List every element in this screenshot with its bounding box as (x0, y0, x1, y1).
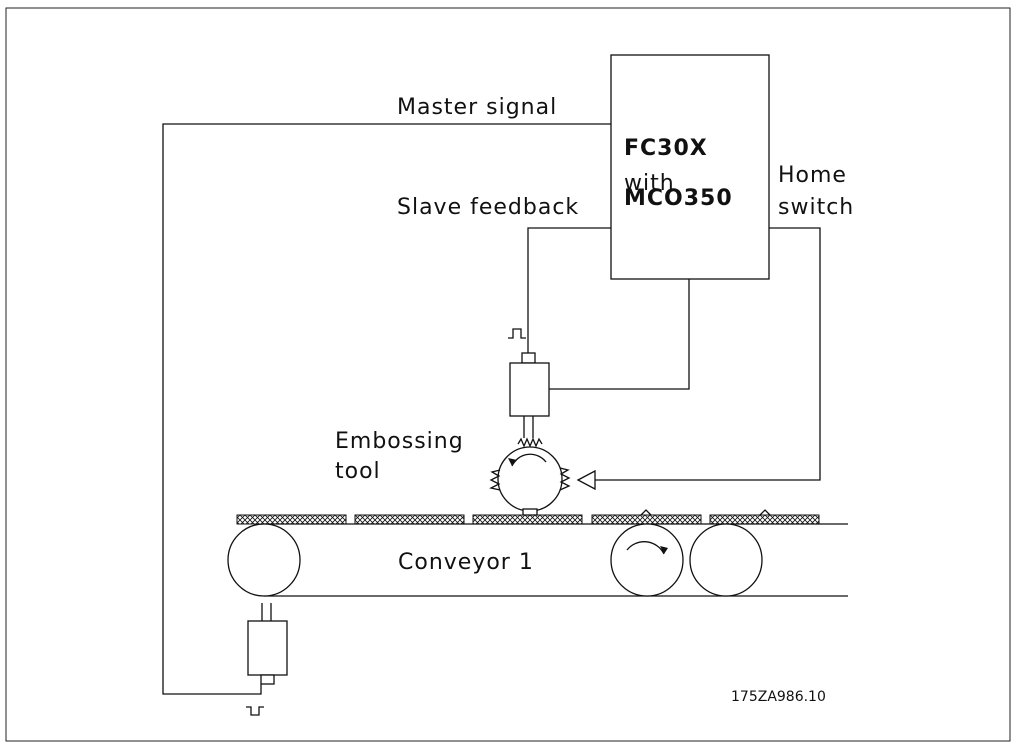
embossed-mark-2 (759, 509, 771, 516)
conveyor-rotation-arrow (626, 541, 665, 555)
home-switch-wire (595, 227, 821, 481)
embossing-teeth-top (517, 437, 543, 448)
controller-box (610, 54, 770, 280)
slave-power-wire (549, 279, 690, 390)
home-switch-sensor (576, 469, 596, 491)
product-piece-1 (236, 514, 347, 525)
pulse-symbol-bottom (246, 706, 264, 716)
embossing-teeth-right (559, 467, 571, 491)
figure-id-label: 175ZA986.10 (731, 689, 826, 705)
embossing-contact (522, 508, 538, 516)
slave-feedback-label: Slave feedback (397, 195, 579, 220)
pulse-symbol-top (508, 328, 526, 339)
master-signal-wire (162, 123, 611, 695)
home-switch-label-1: Home (778, 163, 847, 188)
master-encoder (260, 674, 275, 685)
embossing-rotation-arrowhead (508, 458, 517, 466)
home-switch-label-2: switch (778, 195, 854, 220)
slave-feedback-wire (527, 227, 611, 353)
slave-motor (509, 362, 550, 417)
product-piece-4 (591, 514, 702, 525)
conveyor-roller-3 (689, 523, 763, 597)
product-piece-3 (472, 514, 583, 525)
controller-label-2: with (624, 171, 675, 196)
embossing-tool-label-1: Embossing (335, 429, 464, 454)
slave-encoder (521, 352, 536, 364)
controller-label-3: MCO350 (624, 186, 733, 211)
master-signal-label: Master signal (397, 95, 557, 120)
conveyor-label: Conveyor 1 (398, 550, 534, 575)
conveyor-rotation-arrowhead (660, 546, 668, 554)
page-frame (5, 7, 1011, 742)
controller-label-1: FC30X (624, 136, 708, 161)
product-piece-2 (354, 514, 465, 525)
conveyor-roller-2 (610, 523, 684, 597)
embossing-tool-label-2: tool (335, 459, 381, 484)
master-motor (247, 620, 288, 676)
product-piece-5 (709, 514, 820, 525)
embossing-teeth-left (489, 469, 501, 491)
embossing-tool-roller (497, 446, 563, 512)
conveyor-roller-1 (227, 523, 301, 597)
embossed-mark-1 (640, 509, 652, 516)
